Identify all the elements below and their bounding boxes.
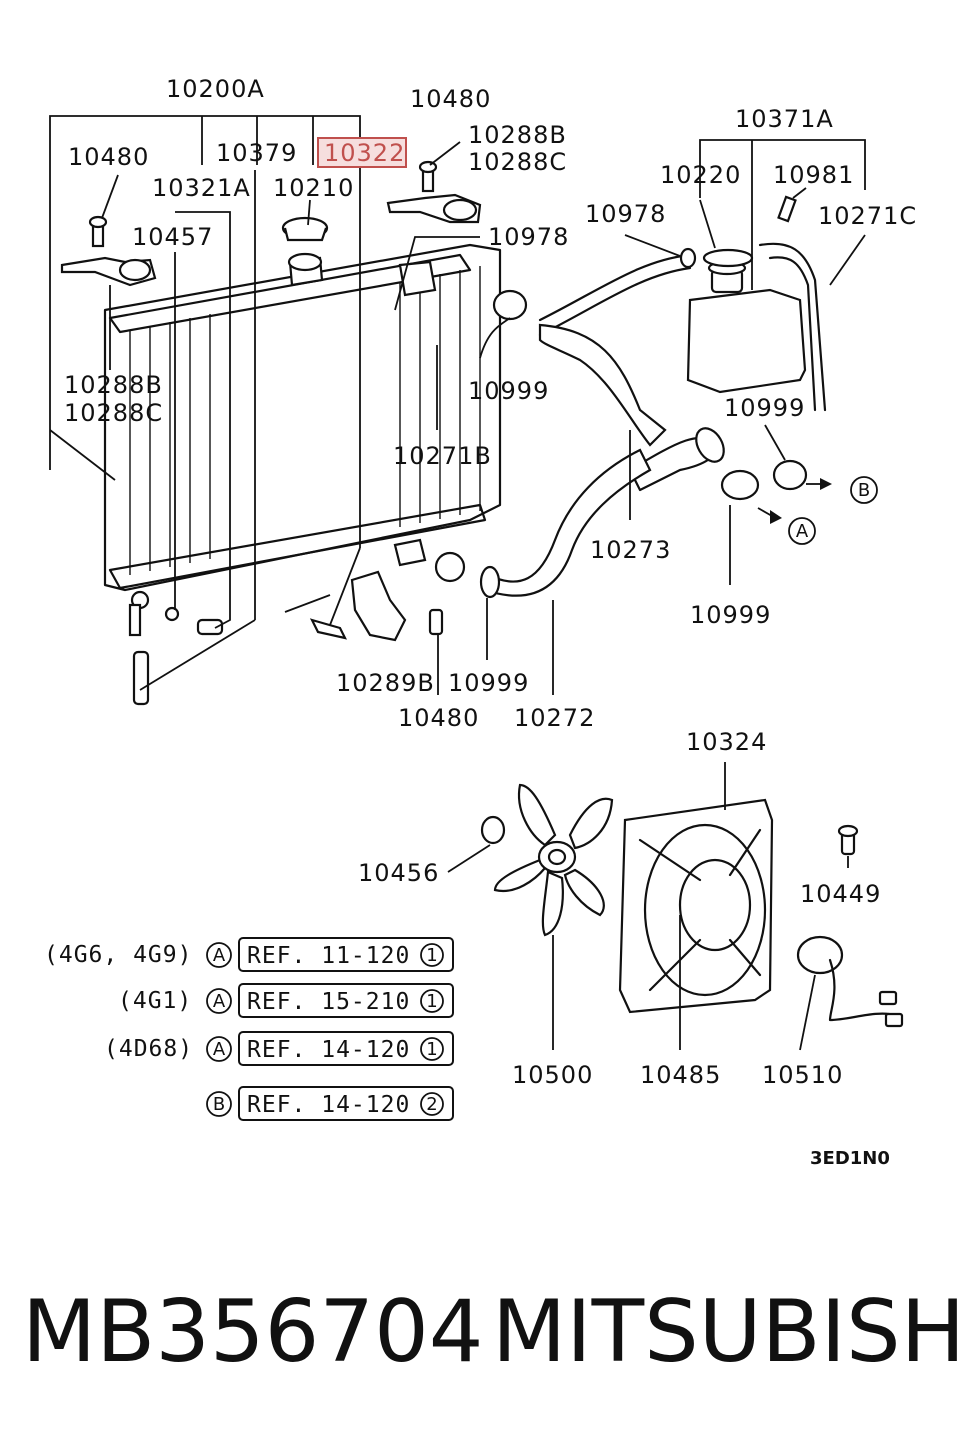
ref-link-2[interactable]: REF. 15-210	[247, 989, 410, 1015]
upper-radiator-hose	[538, 323, 725, 492]
label-10289B: 10289B	[336, 669, 435, 697]
reference-row-1: (4G6, 4G9) A REF. 11-120 1	[44, 937, 454, 972]
ref-marker-3: A	[213, 1039, 226, 1060]
ref-num-3: 1	[426, 1039, 437, 1060]
label-10271B: 10271B	[393, 442, 492, 470]
radiator-cap	[281, 216, 329, 242]
ref-engine-1: (4G6, 4G9)	[44, 942, 192, 968]
label-10379: 10379	[216, 139, 297, 167]
part-number: MB356704	[22, 1282, 484, 1382]
upper-mounting-bracket-right	[386, 160, 482, 224]
brand-name: MITSUBISHI	[492, 1282, 960, 1382]
label-10485: 10485	[640, 1061, 721, 1089]
label-10288C-top: 10288C	[468, 148, 567, 176]
label-10999-b: 10999	[724, 394, 805, 422]
grommet-and-bolts	[480, 815, 859, 856]
footer: MB356704 MITSUBISHI	[0, 1282, 960, 1402]
marker-a-circle: A	[788, 517, 816, 545]
label-10457: 10457	[132, 223, 213, 251]
reserve-tank	[686, 195, 827, 412]
reference-row-2: (4G1) A REF. 15-210 1	[118, 983, 454, 1018]
lower-radiator-hose	[479, 448, 652, 599]
lower-bracket-and-sensor	[164, 570, 444, 642]
label-10449: 10449	[800, 880, 881, 908]
label-10500: 10500	[512, 1061, 593, 1089]
label-10288B-left: 10288B	[64, 371, 163, 399]
reference-row-4: B REF. 14-120 2	[206, 1086, 454, 1121]
label-10999-c: 10999	[690, 601, 771, 629]
label-10321A: 10321A	[152, 174, 251, 202]
part-labels: 10200A 10480 10371A 10288B 10288C 10480 …	[64, 75, 917, 1089]
label-10210: 10210	[273, 174, 354, 202]
label-10456: 10456	[358, 859, 439, 887]
ref-num-2: 1	[426, 991, 437, 1012]
diagram-code: 3ED1N0	[810, 1148, 890, 1169]
label-10324: 10324	[686, 728, 767, 756]
reference-row-3: (4D68) A REF. 14-120 1	[104, 1031, 454, 1066]
label-10288C-left: 10288C	[64, 399, 163, 427]
label-10288B-top: 10288B	[468, 121, 567, 149]
radiator-assembly	[103, 243, 502, 706]
label-10978-a: 10978	[585, 200, 666, 228]
label-10200A: 10200A	[166, 75, 265, 103]
ref-link-1[interactable]: REF. 11-120	[247, 943, 410, 969]
highlight-box-10322	[317, 137, 407, 168]
label-10273: 10273	[590, 536, 671, 564]
label-10510: 10510	[762, 1061, 843, 1089]
label-10322-highlighted: 10322	[324, 139, 405, 167]
marker-a-text: A	[796, 521, 809, 542]
ref-link-4[interactable]: REF. 14-120	[247, 1092, 410, 1118]
fan-shroud	[618, 798, 774, 1014]
marker-b-text: B	[858, 480, 870, 501]
label-10371A: 10371A	[735, 105, 834, 133]
upper-mounting-bracket-left	[60, 215, 157, 287]
fan-motor	[796, 935, 904, 1028]
ref-num-1: 1	[426, 945, 437, 966]
ref-engine-2: (4G1)	[118, 988, 192, 1014]
label-10999-d: 10999	[448, 669, 529, 697]
ref-num-4: 2	[426, 1094, 437, 1115]
label-10999-a: 10999	[468, 377, 549, 405]
label-10480-top: 10480	[410, 85, 491, 113]
ref-engine-3: (4D68)	[104, 1036, 193, 1062]
label-10981: 10981	[773, 161, 854, 189]
label-10272: 10272	[514, 704, 595, 732]
label-10978-b: 10978	[488, 223, 569, 251]
label-10480-left: 10480	[68, 143, 149, 171]
ref-link-3[interactable]: REF. 14-120	[247, 1037, 410, 1063]
ref-marker-4: B	[213, 1094, 225, 1115]
ref-marker-2: A	[213, 991, 226, 1012]
marker-b-circle: B	[850, 476, 878, 504]
label-10220: 10220	[660, 161, 741, 189]
leader-lines	[49, 115, 866, 1051]
label-10271C: 10271C	[818, 202, 917, 230]
fan-blade	[493, 783, 614, 937]
hose-clamps	[434, 247, 808, 583]
flow-arrows	[757, 478, 832, 524]
ref-marker-1: A	[213, 945, 226, 966]
label-10480-bottom: 10480	[398, 704, 479, 732]
